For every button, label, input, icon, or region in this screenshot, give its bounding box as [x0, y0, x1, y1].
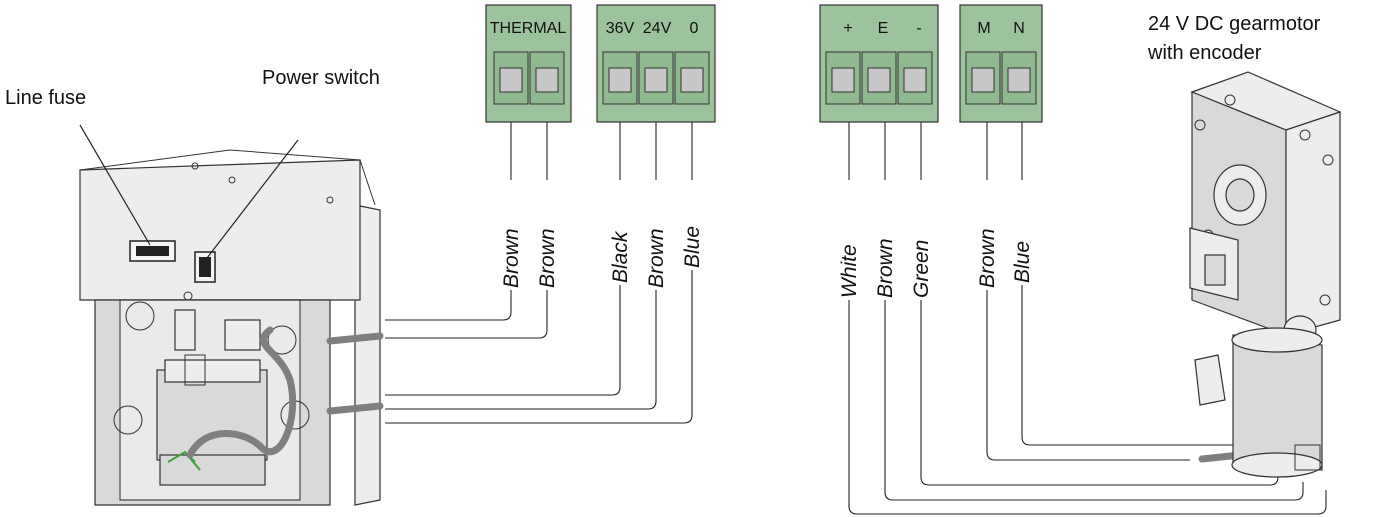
line-fuse-label: Line fuse: [5, 87, 86, 109]
wire-label-0v: Blue: [681, 226, 704, 268]
wire-label-minus: Green: [910, 240, 933, 298]
gearmotor-label-line1: 24 V DC gearmotor: [1148, 13, 1321, 35]
wire-label-24v: Brown: [645, 228, 668, 288]
wire-label-thermal-2: Brown: [536, 228, 559, 288]
gearmotor: [1189, 71, 1342, 478]
wire-label-36v: Black: [609, 230, 632, 283]
terminal-header-e: E: [878, 20, 889, 37]
terminal-header-thermal: THERMAL: [490, 20, 567, 37]
line-fuse-leader: [79, 124, 151, 246]
terminal-block-encoder: + E -: [819, 4, 939, 123]
wire-labels: Brown Brown Black Brown Blue White Brown…: [500, 226, 1034, 298]
wire-label-thermal-1: Brown: [500, 228, 523, 288]
power-switch-label: Power switch: [262, 67, 380, 89]
wire-label-n: Blue: [1011, 241, 1034, 283]
terminal-header-36v: 36V: [606, 20, 635, 37]
terminal-header-plus: +: [843, 20, 852, 37]
control-unit: [79, 149, 384, 506]
terminal-header-minus: -: [916, 20, 921, 37]
terminal-block-motor: M N: [959, 4, 1043, 123]
terminal-header-0v: 0: [690, 20, 699, 37]
gearmotor-label-line2: with encoder: [1147, 42, 1262, 64]
wire-label-m: Brown: [976, 228, 999, 288]
terminal-block-thermal: THERMAL: [485, 4, 572, 123]
wire-label-plus: White: [838, 244, 861, 298]
terminal-header-24v: 24V: [643, 20, 672, 37]
terminal-block-power: 36V 24V 0: [596, 4, 716, 123]
wire-label-e: Brown: [874, 238, 897, 298]
wires-control-unit: [385, 122, 693, 424]
terminal-header-m: M: [977, 20, 990, 37]
wires-gearmotor: [848, 122, 1327, 515]
terminal-header-n: N: [1013, 20, 1025, 37]
power-switch-leader: [206, 139, 299, 259]
